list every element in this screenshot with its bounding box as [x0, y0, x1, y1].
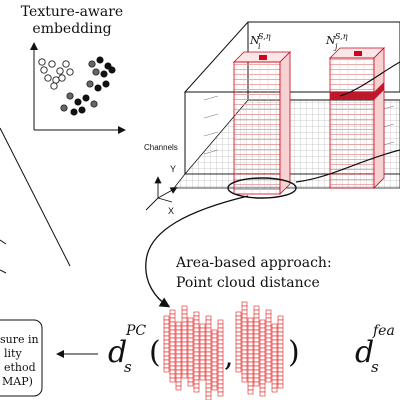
- column-j-subscript: j: [333, 42, 338, 51]
- point-cloud-column: [235, 311, 242, 373]
- embedding-point-open: [50, 82, 58, 90]
- column-j: N S,η j: [325, 32, 385, 189]
- embedding-point-open: [48, 60, 56, 68]
- embedding-point-filled: [92, 68, 100, 76]
- method-box-line4: MAP): [2, 375, 33, 388]
- formula-sub-left: s: [124, 358, 132, 376]
- point-cloud-right: [235, 301, 284, 397]
- point-cloud-column: [187, 317, 194, 387]
- method-box-line1: sure in: [0, 333, 39, 346]
- embedding-point-filled: [108, 66, 116, 74]
- point-cloud-column: [265, 309, 272, 383]
- embedding-point-filled: [60, 104, 68, 112]
- formula-close-paren: ): [288, 335, 300, 370]
- point-cloud-distance-formula: d s PC ( , ): [108, 301, 300, 400]
- embedding-point-open: [52, 76, 60, 84]
- embedding-point-filled: [82, 94, 90, 102]
- formula-comma: ,: [224, 339, 234, 374]
- flow-arrow: [145, 195, 249, 308]
- point-cloud-column: [205, 315, 212, 400]
- method-box: sure in lity ethod MAP): [0, 319, 43, 397]
- point-cloud-column: [193, 311, 200, 393]
- approach-line2: Point cloud distance: [176, 275, 320, 291]
- embedding-point-filled: [100, 70, 108, 78]
- point-cloud-column: [277, 315, 284, 389]
- point-cloud-column: [241, 301, 248, 383]
- feature-distance-formula: d s fea: [355, 323, 395, 376]
- embedding-point-filled: [70, 108, 78, 116]
- point-cloud-column: [217, 319, 224, 397]
- embedding-point-open: [38, 58, 46, 66]
- embedding-point-filled: [88, 60, 96, 68]
- embedding-title-line1: Texture-aware: [21, 4, 123, 20]
- column-j-connector: [295, 149, 400, 183]
- formula-d-left: d: [108, 335, 127, 370]
- axis-y-label: Y: [170, 164, 176, 174]
- method-box-line2: lity: [4, 347, 22, 360]
- embedding-point-open: [40, 66, 48, 74]
- point-cloud-column: [211, 329, 218, 391]
- formula-sub-right: s: [371, 358, 379, 376]
- point-cloud-column: [175, 321, 182, 391]
- column-i-superscript: S,η: [258, 32, 271, 41]
- column-j-highlight-band: [330, 82, 384, 100]
- left-diagonal-lines: [0, 127, 71, 274]
- embedding-panel: Texture-aware embedding: [21, 4, 126, 134]
- embedding-point-filled: [74, 98, 82, 106]
- column-i-subscript: i: [258, 42, 261, 51]
- point-cloud-column: [247, 317, 254, 395]
- column-j-label: N: [325, 34, 336, 47]
- method-box-line3: ethod: [4, 361, 36, 374]
- column-i-center-marker: [259, 55, 267, 60]
- embedding-point-filled: [78, 106, 86, 114]
- point-cloud-column: [271, 323, 278, 393]
- embedding-point-filled: [90, 100, 98, 108]
- point-cloud-column: [199, 323, 206, 381]
- column-j-superscript: S,η: [335, 32, 348, 41]
- formula-sup-left: PC: [125, 323, 146, 339]
- point-cloud-column: [259, 319, 266, 397]
- embedding-title-line2: embedding: [32, 21, 111, 37]
- point-cloud-column: [253, 305, 260, 387]
- embedding-point-filled: [96, 56, 104, 64]
- embedding-point-filled: [94, 84, 102, 92]
- point-cloud-left: [163, 305, 224, 400]
- embedding-point-open: [58, 74, 66, 82]
- formula-sup-right: fea: [372, 323, 395, 339]
- formula-d-right: d: [355, 335, 374, 370]
- embedding-point-filled: [66, 92, 74, 100]
- approach-line1: Area-based approach:: [175, 255, 332, 271]
- point-cloud-column: [181, 305, 188, 379]
- feature-cube: N S,η i N S,η j Channels Y X: [144, 21, 400, 216]
- point-cloud-column: [163, 315, 170, 373]
- column-i-label: N: [249, 34, 260, 47]
- formula-open-paren: (: [149, 335, 161, 370]
- embedding-point-filled: [86, 80, 94, 88]
- column-j-center-marker: [354, 51, 362, 56]
- embedding-point-open: [56, 67, 64, 75]
- embedding-point-open: [44, 74, 52, 82]
- point-cloud-column: [169, 309, 176, 383]
- embedding-axes: [30, 42, 126, 134]
- embedding-scatter: [38, 56, 116, 116]
- axis-x-label: X: [168, 206, 174, 216]
- cube-axis-indicator: Channels Y X: [144, 143, 178, 216]
- embedding-point-open: [66, 68, 74, 76]
- embedding-point-filled: [102, 80, 110, 88]
- column-i: N S,η i: [227, 32, 297, 199]
- embedding-point-open: [62, 60, 70, 68]
- column-i-footprint: [227, 177, 297, 199]
- channels-label: Channels: [144, 143, 178, 152]
